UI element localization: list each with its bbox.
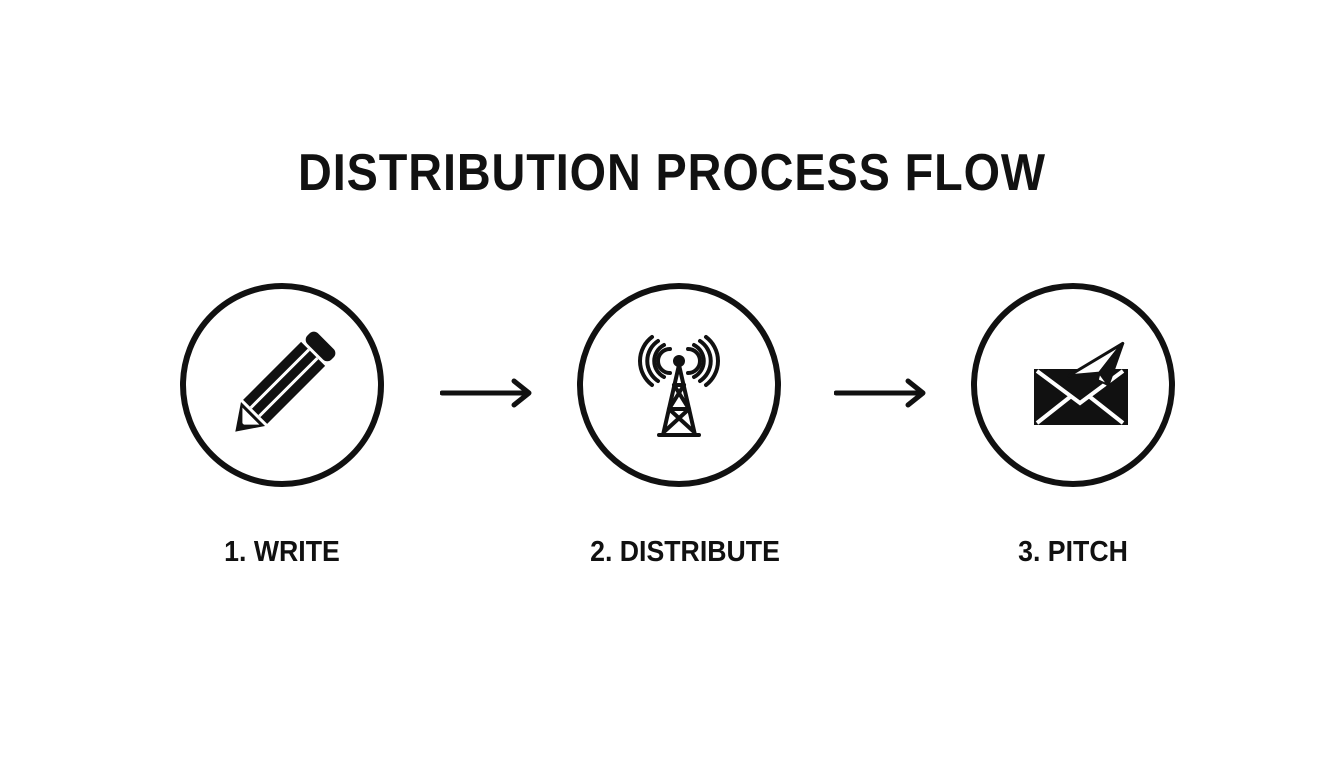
step-pitch-label: 3. PITCH [1018,536,1128,568]
diagram-title: DISTRIBUTION PROCESS FLOW [298,144,1046,202]
step-distribute-label: 2. DISTRIBUTE [590,536,780,568]
broadcast-tower-icon [638,335,720,437]
step-write-label: 1. WRITE [224,536,340,568]
envelope-paper-plane-icon [1034,341,1128,425]
arrow-icon [440,378,532,408]
arrow-icon [834,378,926,408]
step-write-circle [180,283,384,487]
step-pitch-circle [971,283,1175,487]
step-distribute-circle [577,283,781,487]
pencil-icon [235,331,336,432]
